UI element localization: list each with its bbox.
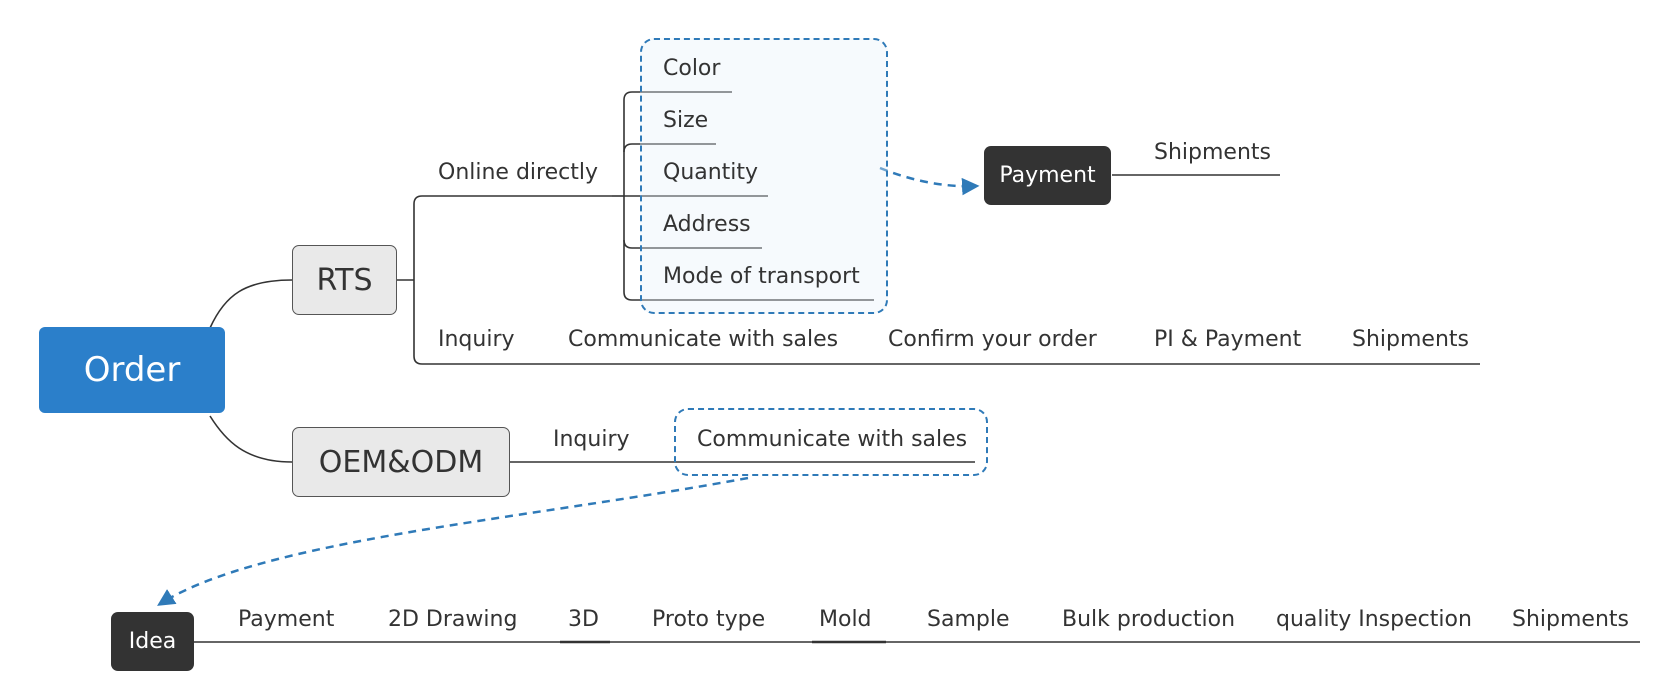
- payment-node[interactable]: Payment: [984, 146, 1111, 205]
- oem-label: OEM&ODM: [318, 444, 484, 480]
- topic-3d[interactable]: 3D: [568, 607, 599, 633]
- idea-shipments-label: Shipments: [1512, 607, 1629, 632]
- pi-payment-label: PI & Payment: [1154, 327, 1302, 352]
- idea-payment-label: Payment: [238, 607, 335, 632]
- oem-communicate-highlight-box: [674, 408, 988, 476]
- online-label: Online directly: [438, 160, 598, 185]
- payment-label: Payment: [999, 163, 1096, 188]
- topic-oem-inquiry[interactable]: Inquiry: [553, 427, 630, 453]
- topic-online-directly[interactable]: Online directly: [438, 160, 598, 186]
- topic-address[interactable]: Address: [663, 212, 751, 238]
- topic-confirm-order[interactable]: Confirm your order: [888, 327, 1097, 353]
- rts-communicate-label: Communicate with sales: [568, 327, 839, 352]
- oem-communicate-label: Communicate with sales: [697, 427, 968, 452]
- topic-pi-payment[interactable]: PI & Payment: [1154, 327, 1301, 353]
- connector-address-bracket: [623, 239, 633, 249]
- address-label: Address: [663, 212, 751, 237]
- root-node-order[interactable]: Order: [39, 327, 225, 413]
- quantity-label: Quantity: [663, 160, 759, 185]
- proto-type-label: Proto type: [652, 607, 766, 632]
- branch-node-oem-odm[interactable]: OEM&ODM: [292, 427, 510, 497]
- arrow-to-idea: [157, 476, 749, 606]
- 2d-drawing-label: 2D Drawing: [388, 607, 518, 632]
- color-label: Color: [663, 56, 721, 81]
- topic-bulk-production[interactable]: Bulk production: [1062, 607, 1235, 633]
- connector-size-bracket: [623, 143, 633, 153]
- transport-label: Mode of transport: [663, 264, 860, 289]
- shipments-online-label: Shipments: [1154, 140, 1271, 165]
- 3d-label: 3D: [568, 607, 599, 632]
- topic-idea-shipments[interactable]: Shipments: [1512, 607, 1629, 633]
- size-label: Size: [663, 108, 709, 133]
- connector-root-oem: [209, 415, 293, 463]
- topic-sample[interactable]: Sample: [927, 607, 1010, 633]
- rts-shipments-label: Shipments: [1352, 327, 1469, 352]
- topic-quality-inspection[interactable]: quality Inspection: [1276, 607, 1472, 633]
- topic-size[interactable]: Size: [663, 108, 708, 134]
- idea-node[interactable]: Idea: [111, 612, 194, 671]
- connector-root-rts: [209, 279, 293, 329]
- rts-inquiry-label: Inquiry: [438, 327, 515, 352]
- confirm-order-label: Confirm your order: [888, 327, 1097, 352]
- topic-oem-communicate[interactable]: Communicate with sales: [697, 427, 967, 453]
- topic-rts-communicate[interactable]: Communicate with sales: [568, 327, 838, 353]
- topic-mold[interactable]: Mold: [819, 607, 872, 633]
- topic-2d-drawing[interactable]: 2D Drawing: [388, 607, 517, 633]
- idea-label: Idea: [128, 629, 177, 654]
- bulk-production-label: Bulk production: [1062, 607, 1236, 632]
- topic-rts-shipments[interactable]: Shipments: [1352, 327, 1469, 353]
- mold-label: Mold: [819, 607, 872, 632]
- connector-rts-trunk-vertical: [413, 195, 423, 365]
- oem-inquiry-label: Inquiry: [553, 427, 630, 452]
- branch-node-rts[interactable]: RTS: [292, 245, 397, 315]
- rts-label: RTS: [316, 262, 373, 298]
- arrow-to-payment: [879, 166, 980, 196]
- sample-label: Sample: [927, 607, 1010, 632]
- topic-idea-payment[interactable]: Payment: [238, 607, 334, 633]
- root-label: Order: [83, 350, 181, 390]
- topic-mode-of-transport[interactable]: Mode of transport: [663, 264, 860, 290]
- quality-inspection-label: quality Inspection: [1276, 607, 1472, 632]
- topic-color[interactable]: Color: [663, 56, 720, 82]
- details-highlight-box: [640, 38, 888, 314]
- topic-rts-inquiry[interactable]: Inquiry: [438, 327, 515, 353]
- topic-shipments-online[interactable]: Shipments: [1154, 140, 1271, 166]
- topic-proto-type[interactable]: Proto type: [652, 607, 765, 633]
- topic-quantity[interactable]: Quantity: [663, 160, 758, 186]
